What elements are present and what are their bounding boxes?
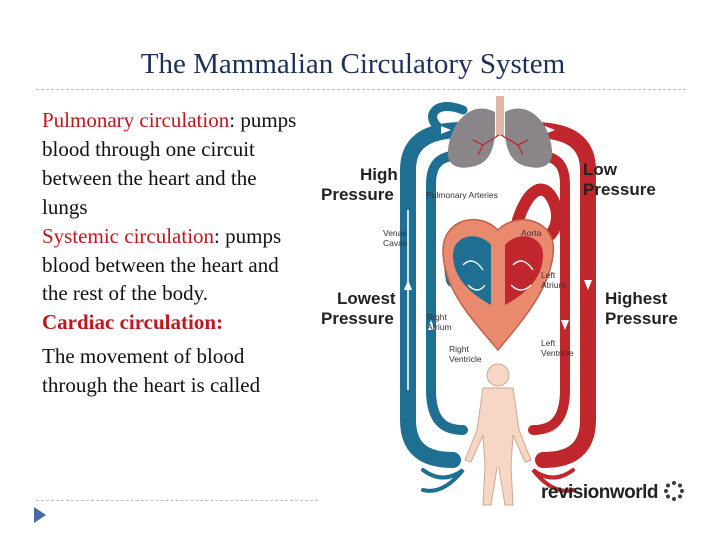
heart bbox=[442, 219, 555, 352]
brand-text: revisionworld bbox=[541, 482, 659, 503]
title-divider bbox=[36, 89, 686, 90]
left-atrium-label: Left Atrium bbox=[541, 270, 566, 290]
systemic-colon: : bbox=[214, 223, 220, 248]
brand-logo: revisionworld bbox=[541, 480, 685, 504]
low-pressure-label: Low Pressure bbox=[583, 160, 656, 199]
bullet-arrow-icon bbox=[34, 507, 46, 523]
pulmonary-text: pumps blood through one circuit between … bbox=[42, 108, 297, 219]
right-ventricle-label: Right Ventricle bbox=[449, 344, 482, 364]
human-body bbox=[464, 363, 532, 506]
pulmonary-heading: Pulmonary circulation bbox=[42, 108, 230, 132]
systemic-text: pumps blood between the heart and the re… bbox=[42, 223, 282, 306]
pulmonary-arteries-label: Pulmonary Arteries bbox=[426, 190, 498, 200]
body-text: Pulmonary circulation: pumps blood throu… bbox=[42, 106, 302, 400]
venae-cavae-label: Venae Cavae bbox=[383, 228, 410, 248]
high-pressure-label: High Pressure bbox=[321, 165, 403, 204]
flow-arrows bbox=[404, 126, 592, 330]
highest-pressure-label: Highest Pressure bbox=[605, 289, 678, 328]
footer-divider bbox=[36, 500, 318, 501]
cardiac-heading: Cardiac circulation: bbox=[42, 310, 224, 335]
left-ventricle-label: Left Ventricle bbox=[541, 338, 574, 358]
cardiac-text: The movement of blood through the heart … bbox=[42, 344, 261, 398]
brand-logo-icon bbox=[663, 481, 684, 501]
pulmonary-colon: : bbox=[229, 108, 236, 132]
right-atrium-label: Right Atrium bbox=[427, 312, 452, 332]
lungs bbox=[447, 96, 553, 168]
page-title: The Mammalian Circulatory System bbox=[140, 48, 566, 80]
aorta-label: Aorta bbox=[521, 228, 542, 238]
circulation-diagram: High Pressure Low Pressure Lowest Pressu… bbox=[321, 96, 678, 506]
systemic-heading: Systemic circulation bbox=[42, 223, 215, 248]
lowest-pressure-label: Lowest Pressure bbox=[321, 289, 400, 328]
